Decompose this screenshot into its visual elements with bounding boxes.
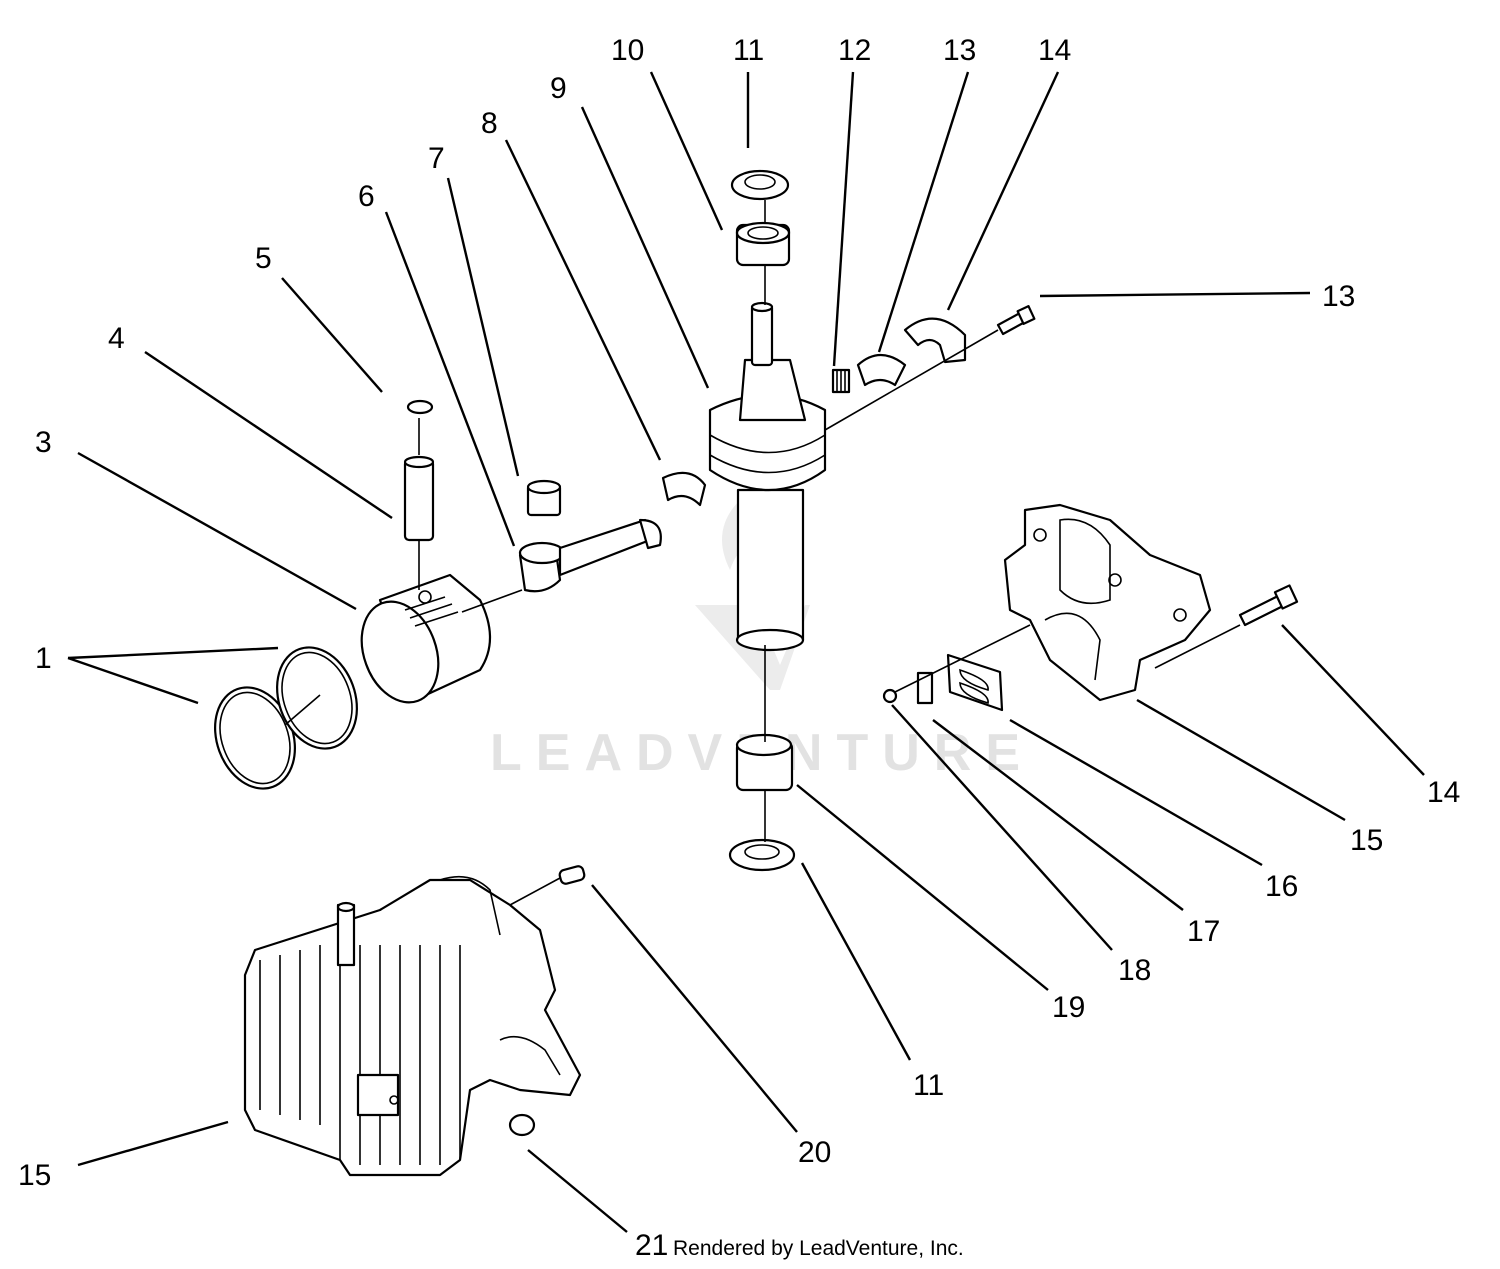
- wrist-pin: [403, 455, 435, 542]
- callout-10: 10: [611, 34, 644, 67]
- callout-4: 4: [108, 322, 125, 355]
- lower-seal: [728, 838, 796, 872]
- callout-21: 21: [635, 1229, 668, 1262]
- piston-rings: [214, 646, 358, 790]
- upper-seal: [730, 169, 790, 201]
- callout-6: 6: [358, 180, 375, 213]
- callout-14-right: 14: [1427, 776, 1460, 809]
- cap-screw: [996, 305, 1036, 336]
- upper-bearing: [735, 221, 791, 267]
- callout-13-right: 13: [1322, 280, 1355, 313]
- callout-3: 3: [35, 426, 52, 459]
- cover-bolt: [1238, 584, 1299, 627]
- callout-15-left: 15: [18, 1159, 51, 1192]
- small-bearing: [526, 479, 562, 517]
- callout-17: 17: [1187, 915, 1220, 948]
- piston: [360, 573, 491, 704]
- callout-20: 20: [798, 1136, 831, 1169]
- callout-12: 12: [838, 34, 871, 67]
- breather-screw: [882, 688, 898, 704]
- rod-cap-half: [903, 317, 967, 364]
- breather-gasket: [916, 671, 934, 705]
- callout-numbers: 1 3 4 5 6 7 8 9 10 11 12 13 14 13 14 15 …: [18, 34, 1460, 1262]
- callout-14-top: 14: [1038, 34, 1071, 67]
- dowel-pin: [558, 865, 586, 885]
- retaining-clip: [406, 399, 434, 415]
- callout-7: 7: [428, 142, 445, 175]
- callout-13-top: 13: [943, 34, 976, 67]
- callout-16: 16: [1265, 870, 1298, 903]
- rod-cap: [661, 471, 707, 507]
- connecting-rod: [518, 518, 662, 593]
- render-credit: Rendered by LeadVenture, Inc.: [673, 1237, 964, 1260]
- callout-15-right: 15: [1350, 824, 1383, 857]
- rod-bearing-half: [856, 353, 907, 387]
- crankcase-cover: [1003, 503, 1212, 702]
- cylinder-block: [243, 875, 582, 1177]
- leader-lines: [67, 71, 1425, 1233]
- cylinder-plug: [508, 1113, 536, 1137]
- callout-8: 8: [481, 107, 498, 140]
- callout-9: 9: [550, 72, 567, 105]
- crankshaft: [708, 301, 827, 652]
- callout-5: 5: [255, 242, 272, 275]
- callout-11-top: 11: [733, 34, 764, 67]
- breather-plate: [946, 653, 1004, 712]
- callout-11-bottom: 11: [913, 1069, 944, 1102]
- lower-bearing: [735, 733, 794, 792]
- callout-19: 19: [1052, 991, 1085, 1024]
- callout-1: 1: [35, 642, 52, 675]
- needle-bearing: [831, 368, 851, 394]
- callout-18: 18: [1118, 954, 1151, 987]
